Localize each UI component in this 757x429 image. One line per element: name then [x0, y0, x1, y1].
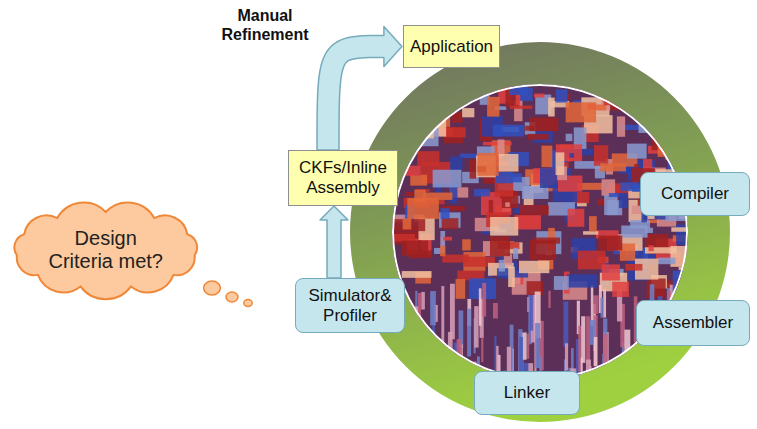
node-label: Design Criteria met?	[43, 227, 168, 273]
flow-ring	[350, 42, 730, 422]
process-box: Linker	[474, 371, 580, 415]
node-label: Application	[410, 37, 493, 57]
process-box: Assembler	[636, 300, 750, 346]
document-box: CKFs/Inline Assembly	[288, 150, 398, 206]
thought-bubble	[226, 292, 238, 302]
block-arrow	[317, 27, 402, 151]
thought-bubble	[204, 281, 221, 295]
thought-bubble	[244, 300, 252, 307]
node-label: Linker	[504, 383, 550, 403]
node-label: CKFs/Inline Assembly	[293, 158, 393, 197]
thought-cloud: Design Criteria met?	[2, 200, 210, 300]
document-box: Application	[403, 25, 500, 68]
arrow-label: Manual Refinement	[219, 6, 311, 44]
node-label: Simulator& Profiler	[300, 286, 400, 325]
node-label: Compiler	[661, 184, 729, 204]
block-arrow	[320, 206, 348, 278]
chip-die	[392, 84, 707, 429]
process-box: Simulator& Profiler	[295, 278, 405, 333]
node-label: Assembler	[653, 313, 733, 333]
process-box: Compiler	[640, 172, 750, 216]
